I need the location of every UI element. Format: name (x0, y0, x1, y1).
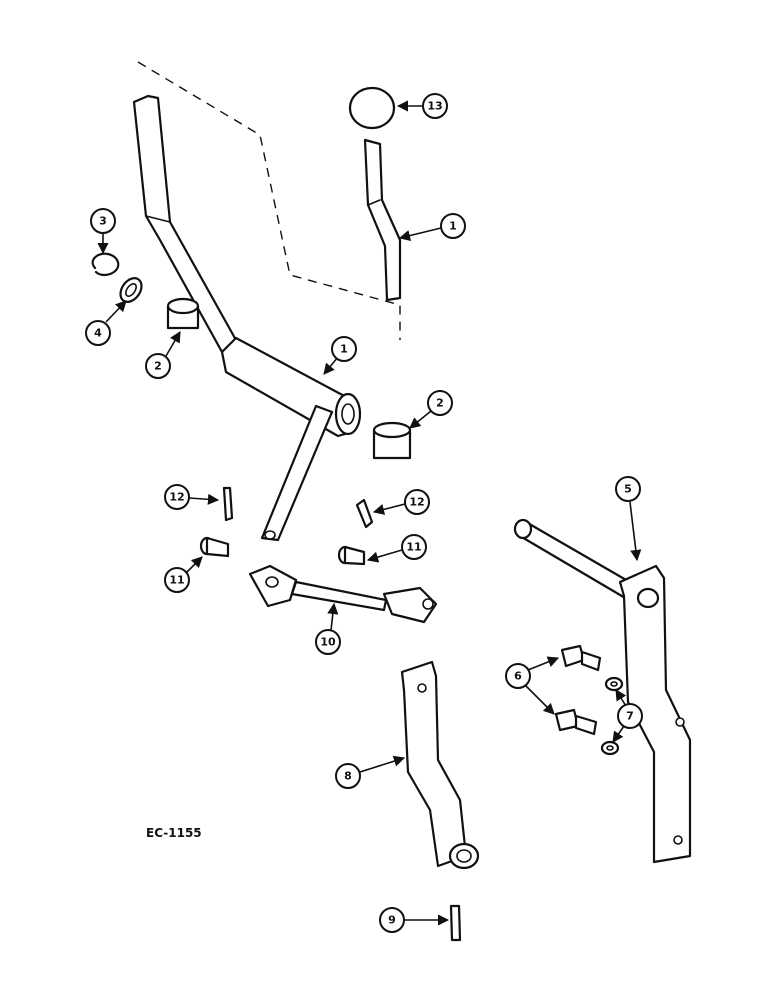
callout-12-left[interactable]: 12 (164, 484, 220, 510)
svg-text:12: 12 (409, 496, 424, 509)
callout-8[interactable]: 8 (335, 755, 406, 789)
part-7-lock-washer-lower (600, 740, 620, 756)
part-13-pedal-pad (348, 86, 396, 130)
callout-2-left[interactable]: 2 (145, 331, 181, 379)
svg-text:9: 9 (388, 914, 396, 927)
callout-9[interactable]: 9 (379, 907, 450, 933)
part-11-clevis-pin-right (337, 545, 366, 566)
svg-text:2: 2 (154, 360, 162, 373)
callout-7[interactable]: 7 (612, 689, 643, 743)
callout-11-right[interactable]: 11 (366, 534, 427, 563)
part-12-cotter-pin-right (355, 498, 374, 529)
svg-text:1: 1 (449, 220, 457, 233)
callout-4[interactable]: 4 (85, 300, 127, 346)
callout-2-right[interactable]: 2 (409, 390, 453, 429)
part-4-washer (119, 277, 143, 303)
callout-10[interactable]: 10 (315, 602, 341, 655)
part-7-lock-washer-upper (604, 676, 624, 692)
part-10-link-rod (248, 564, 438, 624)
part-3-circlip (91, 252, 120, 277)
svg-text:4: 4 (94, 327, 102, 340)
svg-text:10: 10 (320, 636, 336, 649)
part-12-cotter-pin-left (222, 486, 234, 522)
svg-text:12: 12 (169, 491, 184, 504)
svg-text:13: 13 (427, 100, 442, 113)
part-6-bolt-lower (554, 708, 598, 736)
svg-text:6: 6 (514, 670, 522, 683)
part-6-bolt-upper (560, 644, 602, 672)
callout-5[interactable]: 5 (615, 476, 642, 562)
part-5-cross-shaft-lever (513, 518, 692, 864)
part-2-bushing-right (372, 421, 412, 460)
svg-text:1: 1 (340, 343, 348, 356)
part-8-lever-arm (400, 660, 480, 870)
callout-3[interactable]: 3 (90, 208, 116, 255)
svg-text:11: 11 (406, 541, 421, 554)
callout-1-upper[interactable]: 1 (398, 213, 466, 242)
drawing-id-label: EC-1155 (146, 826, 202, 840)
svg-text:7: 7 (626, 710, 634, 723)
svg-text:3: 3 (99, 215, 107, 228)
svg-text:8: 8 (344, 770, 352, 783)
callout-11-left[interactable]: 11 (164, 556, 203, 593)
callout-13[interactable]: 13 (396, 93, 448, 119)
part-9-roll-pin (449, 904, 462, 942)
svg-text:5: 5 (624, 483, 632, 496)
part-11-clevis-pin-left (199, 536, 230, 558)
svg-text:11: 11 (169, 574, 184, 587)
callout-6[interactable]: 6 (505, 656, 560, 715)
part-2-bushing-left (166, 297, 200, 330)
callout-12-right[interactable]: 12 (372, 489, 430, 515)
part-1-pedal-arm-upper (363, 138, 402, 302)
callout-1-lower[interactable]: 1 (323, 336, 357, 375)
svg-text:2: 2 (436, 397, 444, 410)
part-1-pedal-shaft-assembly (132, 94, 362, 542)
